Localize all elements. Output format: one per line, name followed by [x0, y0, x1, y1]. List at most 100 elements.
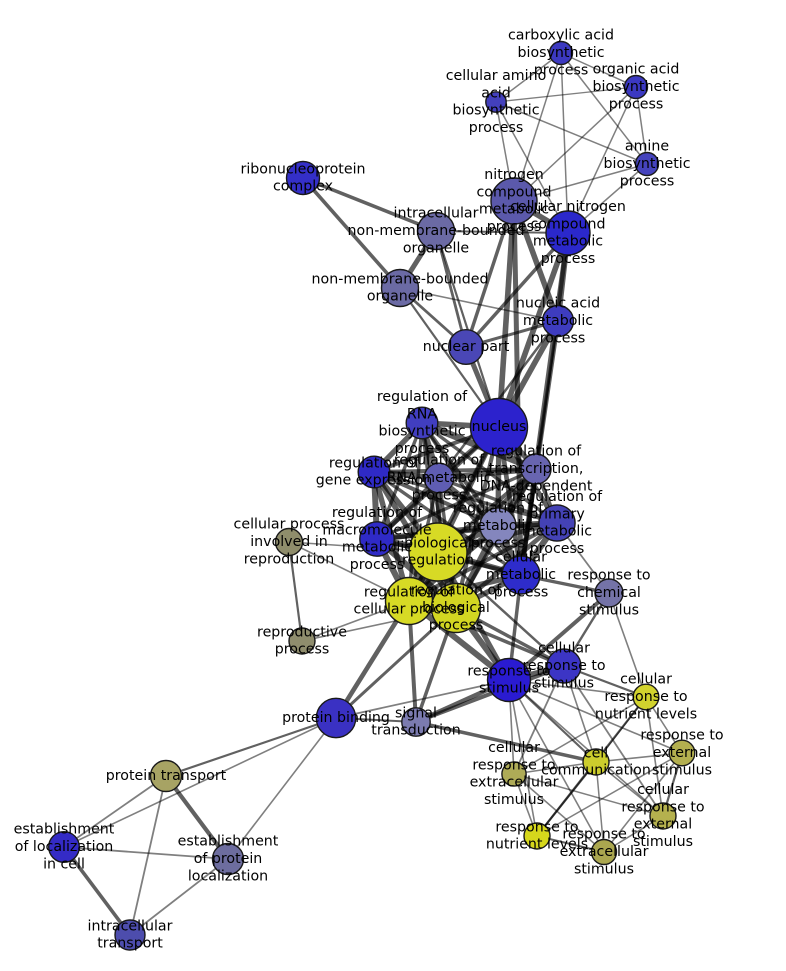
edge-cab-cnc[interactable] — [560, 52, 569, 234]
node-nuc[interactable] — [469, 397, 529, 457]
edge-inm-nuc[interactable] — [434, 230, 501, 428]
edge-rnp-inm[interactable] — [302, 176, 437, 233]
edge-rrm-rtd[interactable] — [438, 466, 537, 481]
node-rrm[interactable] — [423, 462, 455, 494]
edge-rtd-rmm[interactable] — [376, 467, 537, 541]
node-rcs[interactable] — [594, 578, 624, 608]
edge-cco-cre[interactable] — [513, 761, 597, 775]
edge-prb-elc[interactable] — [63, 717, 337, 848]
edge-cco-crx[interactable] — [595, 761, 664, 817]
node-aab[interactable] — [485, 91, 507, 113]
edge-cab-amb[interactable] — [560, 52, 648, 165]
edge-rts-rnl[interactable] — [508, 679, 538, 837]
node-cab[interactable] — [548, 40, 574, 66]
node-itr[interactable] — [114, 919, 146, 951]
edge-crn-crx[interactable] — [645, 696, 664, 817]
edge-prb-epl[interactable] — [227, 717, 337, 860]
edge-aab-cnc[interactable] — [495, 101, 569, 234]
edge-ptr-epl[interactable] — [164, 774, 230, 861]
edge-cre-rxs[interactable] — [513, 773, 605, 853]
edge-ptr-elc[interactable] — [63, 775, 167, 848]
edge-cpr-rep[interactable] — [287, 541, 304, 642]
edge-crs-sit[interactable] — [415, 664, 565, 724]
label-ptr: protein transport — [106, 768, 227, 784]
edge-elc-itr[interactable] — [62, 845, 132, 937]
edge-oab-cnc[interactable] — [567, 86, 637, 234]
node-rts[interactable] — [486, 657, 532, 703]
edge-cab-ncm[interactable] — [513, 52, 562, 202]
edge-aab-amb[interactable] — [495, 101, 648, 165]
edge-oab-amb[interactable] — [635, 86, 648, 165]
node-cmp[interactable] — [501, 555, 541, 595]
node-nmb[interactable] — [380, 268, 420, 308]
edge-rte-rxs[interactable] — [603, 752, 683, 853]
edge-rte-rnl[interactable] — [536, 752, 683, 837]
edge-sit-cco[interactable] — [415, 720, 597, 764]
edge-cab-oab[interactable] — [560, 52, 637, 88]
edge-rts-crn[interactable] — [508, 679, 647, 698]
node-rtd[interactable] — [520, 453, 552, 485]
edge-crs-crx[interactable] — [563, 665, 664, 817]
node-amb[interactable] — [634, 151, 660, 177]
edge-elc-epl[interactable] — [63, 846, 229, 860]
edge-nam-rtd[interactable] — [535, 320, 559, 470]
node-rnp[interactable] — [285, 160, 321, 196]
node-rge[interactable] — [357, 455, 391, 489]
node-rmp[interactable] — [479, 507, 517, 545]
edge-inm-nup[interactable] — [434, 230, 468, 348]
edge-rts-rte[interactable] — [508, 679, 683, 754]
node-rnl[interactable] — [523, 822, 551, 850]
node-prb[interactable] — [315, 697, 357, 739]
edge-rbp-rep[interactable] — [301, 607, 457, 642]
node-ncm[interactable] — [490, 177, 538, 225]
node-elc[interactable] — [48, 831, 81, 864]
node-cnc[interactable] — [545, 210, 591, 256]
node-rxs[interactable] — [590, 838, 618, 866]
node-epl[interactable] — [211, 842, 245, 876]
edge-rts-rxs[interactable] — [508, 679, 605, 853]
edge-oab-aab[interactable] — [495, 86, 637, 103]
edge-cab-aab[interactable] — [495, 52, 562, 103]
edge-ncm-nup[interactable] — [464, 200, 516, 348]
edge-cco-rte[interactable] — [595, 752, 683, 763]
node-rrb[interactable] — [405, 406, 439, 440]
node-cpr[interactable] — [274, 527, 304, 557]
node-ptr[interactable] — [149, 759, 183, 793]
edge-ptr-itr[interactable] — [129, 775, 167, 936]
edge-itr-epl[interactable] — [129, 858, 229, 936]
node-rbp[interactable] — [430, 582, 482, 634]
edge-rbp-prb[interactable] — [334, 606, 458, 720]
edge-crs-cre[interactable] — [513, 665, 565, 775]
node-nam[interactable] — [541, 304, 575, 338]
edge-cre-crx[interactable] — [513, 773, 664, 817]
edge-rnp-nmb[interactable] — [301, 176, 402, 290]
edge-ncm-nuc[interactable] — [496, 200, 517, 428]
edge-prb-ptr[interactable] — [165, 716, 337, 778]
node-rpm[interactable] — [538, 504, 576, 542]
node-rte[interactable] — [668, 739, 696, 767]
node-crn[interactable] — [632, 683, 660, 711]
node-crx[interactable] — [649, 802, 677, 830]
edge-rts-prb[interactable] — [335, 679, 510, 719]
node-sit[interactable] — [401, 707, 431, 737]
edge-cco-rxs[interactable] — [595, 761, 605, 853]
edge-rge-cmp[interactable] — [373, 470, 522, 577]
edge-rcs-crn[interactable] — [608, 592, 647, 698]
node-rmm[interactable] — [359, 521, 395, 557]
edge-rts-crx[interactable] — [508, 679, 664, 817]
node-cco[interactable] — [582, 748, 610, 776]
node-cre[interactable] — [501, 761, 527, 787]
node-oab[interactable] — [623, 74, 649, 100]
node-rep[interactable] — [288, 627, 316, 655]
node-crs[interactable] — [546, 648, 582, 684]
node-nup[interactable] — [448, 329, 485, 366]
node-bre[interactable] — [408, 522, 468, 582]
edge-cnc-nuc[interactable] — [496, 232, 571, 428]
edge-oab-ncm[interactable] — [513, 86, 637, 202]
node-inm[interactable] — [416, 211, 456, 251]
edge-crn-cre[interactable] — [513, 696, 647, 775]
